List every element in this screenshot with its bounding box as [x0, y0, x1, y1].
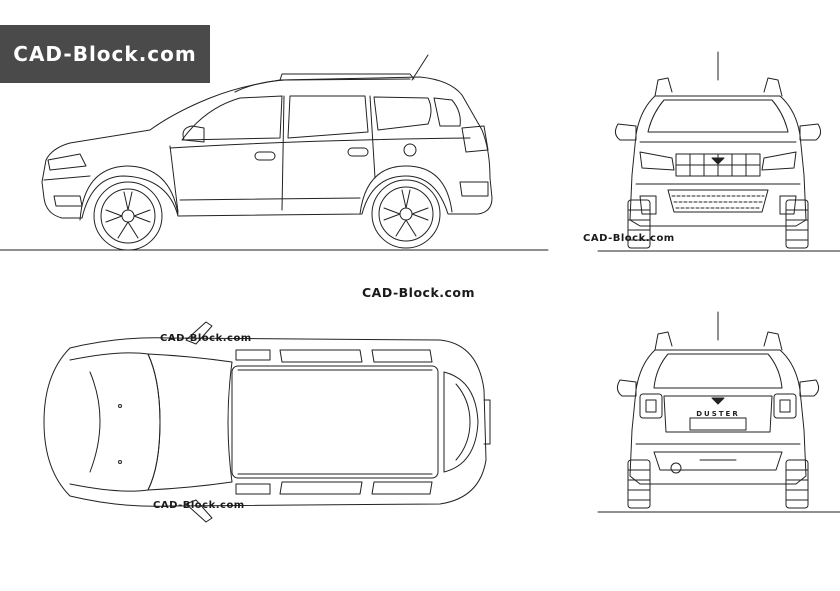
rear-body-outline	[629, 349, 807, 485]
top-roof	[231, 365, 439, 479]
rear-left-taillight	[639, 393, 663, 419]
site-logo[interactable]: CAD-Block.com	[0, 25, 210, 83]
exhaust-pipe	[670, 462, 682, 474]
watermark-top-view-lower: CAD-Block.com	[153, 500, 245, 511]
top-mirror-lower	[185, 499, 213, 523]
watermark-center: CAD-Block.com	[362, 285, 476, 300]
front-left-tyre	[627, 199, 651, 249]
top-body-outline	[43, 337, 487, 507]
rear-left-tyre	[627, 459, 651, 509]
rear-view: DUSTER	[597, 311, 840, 513]
side-view	[0, 54, 549, 251]
rear-badge: DUSTER	[696, 410, 739, 418]
rear-license-plate	[689, 417, 747, 431]
front-view	[597, 51, 840, 252]
rear-right-tyre	[785, 459, 809, 509]
side-rear-wheel	[371, 179, 441, 249]
front-right-tyre	[785, 199, 809, 249]
side-front-wheel	[93, 181, 163, 251]
side-body-outline	[41, 76, 493, 219]
watermark-front-view: CAD-Block.com	[583, 233, 675, 244]
side-mirror	[182, 125, 205, 143]
side-middle-window	[287, 95, 369, 139]
top-mirror-upper	[185, 321, 213, 345]
rear-right-taillight	[773, 393, 797, 419]
front-body-outline	[629, 95, 807, 227]
watermark-top-view-upper: CAD-Block.com	[160, 333, 252, 344]
side-rear-window	[373, 96, 432, 131]
top-view	[43, 321, 491, 523]
side-front-window	[181, 95, 283, 141]
